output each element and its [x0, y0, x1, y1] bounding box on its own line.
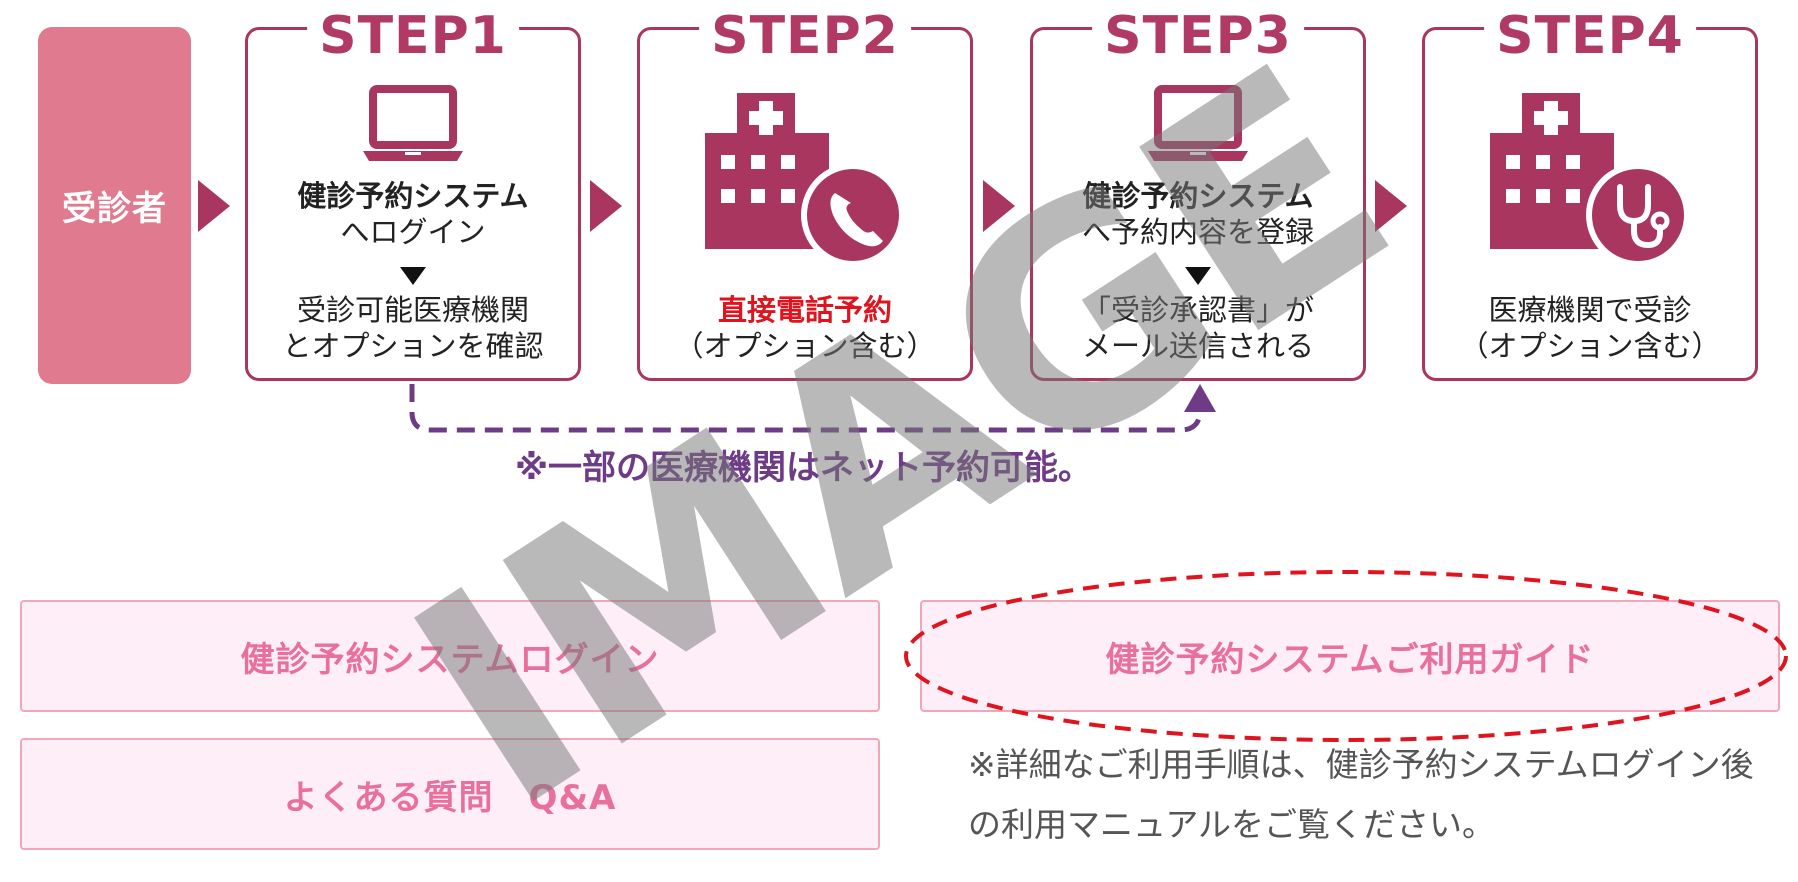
step-1-line-3: 受診可能医療機関	[296, 293, 529, 327]
step-1-text-top: 健診予約システム へログイン	[248, 178, 578, 250]
step-4-text-bottom: 医療機関で受診 （オプション含む）	[1425, 292, 1755, 364]
step-1-text-bottom: 受診可能医療機関 とオプションを確認	[248, 292, 578, 364]
patient-label: 受診者	[62, 189, 167, 229]
step-1-title: STEP1	[307, 9, 519, 63]
step-3-line-2: へ予約内容を登録	[1081, 215, 1314, 249]
laptop-icon	[363, 85, 463, 161]
hospital-phone-icon	[705, 93, 905, 265]
step-4-line-2: （オプション含む）	[1459, 329, 1721, 363]
patient-box: 受診者	[38, 27, 191, 384]
step-3-line-3: 「受診承認書」が	[1081, 293, 1314, 327]
step-1-line-1: 健診予約システム	[297, 179, 529, 213]
guide-note: ※詳細なご利用手順は、健診予約システムログイン後の利用マニュアルをご覧ください。	[968, 745, 1754, 844]
guide-button[interactable]: 健診予約システムご利用ガイド	[920, 600, 1780, 712]
step-2-line-1: 直接電話予約	[717, 293, 892, 327]
flow-arrow-2	[590, 180, 622, 232]
flow-arrow-1	[198, 180, 230, 232]
step-4-box: STEP4 医療機関で受診 （オプション含む）	[1422, 9, 1758, 381]
step-2-text-bottom: 直接電話予約 （オプション含む）	[640, 292, 970, 364]
faq-button[interactable]: よくある質問 Q&A	[20, 738, 880, 850]
step-1-box: STEP1 健診予約システム へログイン 受診可能医療機関 とオプションを確認	[245, 9, 581, 381]
net-reservation-note: ※一部の医療機関はネット予約可能。	[515, 448, 1093, 488]
laptop-icon	[1148, 85, 1248, 161]
down-arrow-icon	[1185, 267, 1211, 285]
login-button[interactable]: 健診予約システムログイン	[20, 600, 880, 712]
step-3-title: STEP3	[1092, 9, 1304, 63]
step-4-line-1: 医療機関で受診	[1488, 293, 1692, 327]
flow-arrow-3	[983, 180, 1015, 232]
down-arrow-icon	[400, 267, 426, 285]
up-arrow-icon	[1184, 384, 1216, 412]
flow-arrow-4	[1375, 180, 1407, 232]
step-2-title: STEP2	[699, 9, 911, 63]
step-1-line-4: とオプションを確認	[282, 329, 544, 363]
step-4-title: STEP4	[1484, 9, 1696, 63]
step-1-line-2: へログイン	[340, 215, 486, 249]
step-3-line-1: 健診予約システム	[1082, 179, 1314, 213]
step-3-line-4: メール送信される	[1081, 329, 1314, 363]
hospital-stethoscope-icon	[1490, 93, 1690, 265]
step-3-text-top: 健診予約システム へ予約内容を登録	[1033, 178, 1363, 250]
step-2-box: STEP2 直接電話予約 （オプション含む）	[637, 9, 973, 381]
step-3-text-bottom: 「受診承認書」が メール送信される	[1033, 292, 1363, 364]
step-3-box: STEP3 健診予約システム へ予約内容を登録 「受診承認書」が メール送信され…	[1030, 9, 1366, 381]
step-2-line-2: （オプション含む）	[674, 329, 936, 363]
